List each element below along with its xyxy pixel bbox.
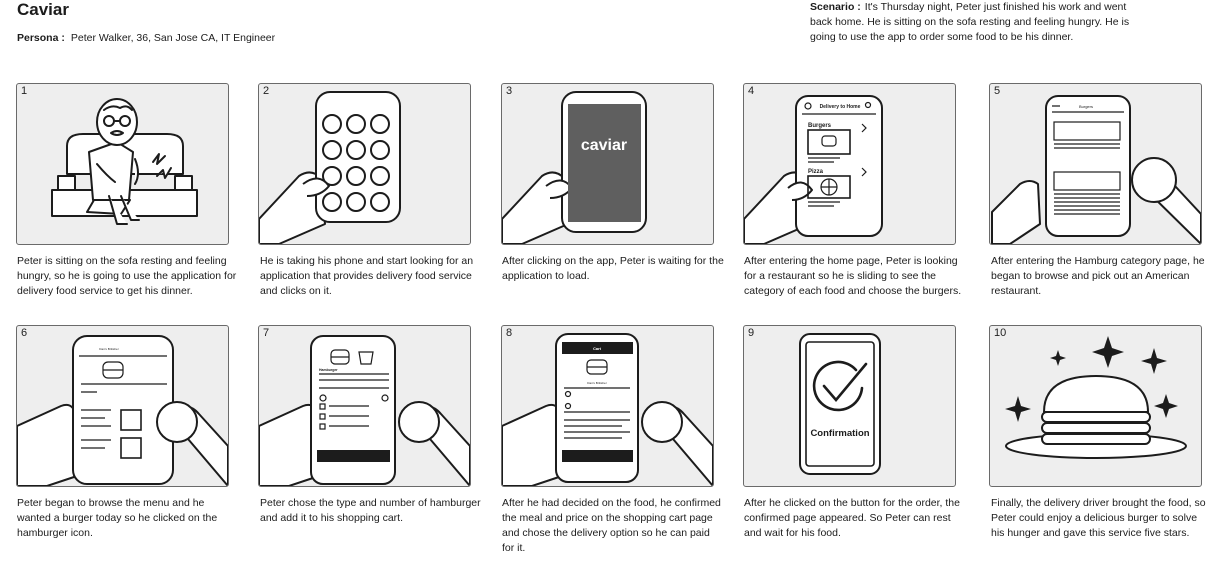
panel-7-caption: Peter chose the type and number of hambu…: [260, 497, 481, 524]
panel-3-caption: After clicking on the app, Peter is wait…: [502, 255, 724, 282]
panel-number: 8: [506, 327, 513, 339]
sofa-scene-illustration: [51, 98, 198, 225]
panel-9: 9 Confirmation: [743, 325, 956, 487]
item-header: Hamburger: [319, 368, 338, 372]
persona-label: Persona :: [17, 32, 65, 44]
panel-number: 6: [21, 327, 28, 339]
panel-number: 10: [994, 327, 1007, 339]
panel-2-caption: He is taking his phone and start looking…: [260, 255, 474, 297]
phone-home-illustration: Delivery to Home Burgers Pizza: [744, 95, 883, 244]
phone-menu-illustration: Dan's Britisher: [17, 335, 228, 486]
cart-restaurant: Dan's Britisher: [587, 381, 606, 385]
panel-5: 5 Burgers: [989, 83, 1202, 245]
panel-4-caption: After entering the home page, Peter is l…: [744, 255, 962, 297]
phone-category-illustration: Burgers: [991, 95, 1201, 244]
burger-sparkle-illustration: [1005, 336, 1187, 459]
home-header: Delivery to Home: [820, 104, 861, 110]
panel-number: 3: [506, 85, 513, 97]
panel-8: 8 Cart Dan's Britisher: [501, 325, 714, 487]
sparkle-icons: [1005, 336, 1178, 422]
panel-6: 6 Dan's Britisher: [16, 325, 229, 487]
phone-item-illustration: Hamburger: [259, 335, 470, 486]
panel-9-caption: After he clicked on the button for the o…: [744, 497, 960, 539]
panel-number: 2: [263, 85, 270, 97]
panel-7: 7 Hamburger: [258, 325, 471, 487]
panel-number: 9: [748, 327, 755, 339]
storyboard-title: Caviar: [17, 0, 69, 19]
confirmation-label: Confirmation: [810, 428, 869, 439]
panel-4: 4 Delivery to Home Burgers Pizza: [743, 83, 956, 245]
phone-cart-illustration: Cart Dan's Britisher: [502, 333, 713, 486]
panel-number: 1: [21, 85, 28, 97]
scenario-label: Scenario :: [810, 1, 861, 13]
scenario-text: It's Thursday night, Peter just finished…: [810, 1, 1130, 43]
category-header: Burgers: [1079, 104, 1093, 109]
panel-3: 3 caviar: [501, 83, 714, 245]
home-category-pizza: Pizza: [808, 169, 824, 175]
restaurant-header: Dan's Britisher: [99, 347, 118, 351]
panel-number: 4: [748, 85, 755, 97]
panel-1: 1: [16, 83, 229, 245]
scenario: Scenario :It's Thursday night, Peter jus…: [810, 0, 1150, 45]
panel-number: 7: [263, 327, 270, 339]
cart-header: Cart: [593, 346, 602, 351]
phone-app-grid-illustration: [259, 91, 401, 244]
phone-splash-illustration: caviar: [502, 91, 647, 244]
phone-confirmation-illustration: Confirmation: [799, 333, 881, 475]
panel-5-caption: After entering the Hamburg category page…: [991, 255, 1205, 297]
panel-8-caption: After he had decided on the food, he con…: [502, 497, 721, 554]
panel-number: 5: [994, 85, 1001, 97]
splash-logo: caviar: [581, 137, 627, 154]
panel-2: 2: [258, 83, 471, 245]
home-category-burgers: Burgers: [808, 123, 832, 129]
panel-10: 10: [989, 325, 1202, 487]
persona: Persona : Peter Walker, 36, San Jose CA, …: [17, 32, 275, 44]
persona-text: Peter Walker, 36, San Jose CA, IT Engine…: [70, 32, 276, 44]
panel-6-caption: Peter began to browse the menu and he wa…: [17, 497, 218, 539]
panel-1-caption: Peter is sitting on the sofa resting and…: [17, 255, 237, 297]
panel-10-caption: Finally, the delivery driver brought the…: [991, 497, 1206, 539]
